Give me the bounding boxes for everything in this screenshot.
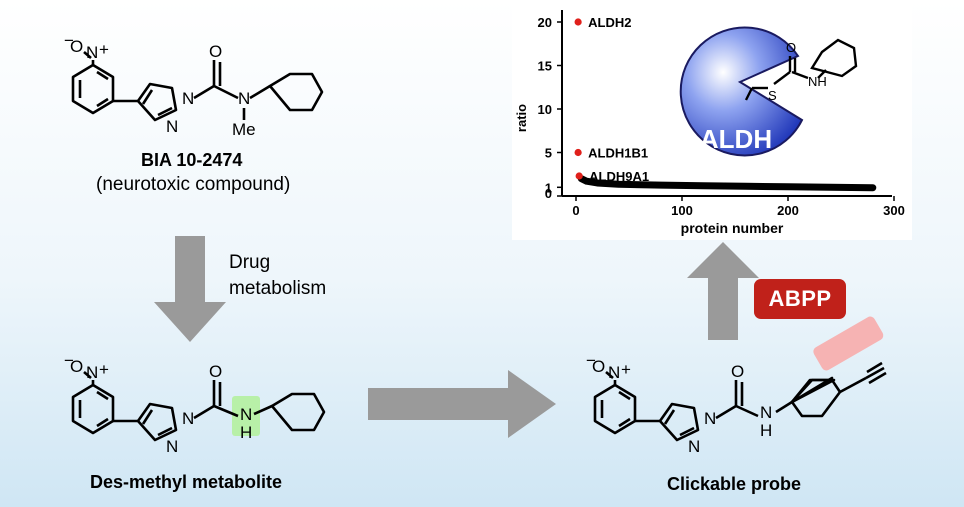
highlighted-point — [574, 18, 582, 26]
svg-text:+: + — [99, 360, 109, 379]
highlighted-point-label: ALDH2 — [588, 15, 631, 30]
abpp-badge: ABPP — [754, 279, 846, 319]
svg-text:+: + — [621, 360, 631, 379]
bia-10-2474-structure: O N N N O N Me − + — [64, 31, 324, 139]
carbonyl-oxygen-label: O — [209, 42, 222, 61]
y-tick-label: 0 — [545, 186, 552, 201]
compound1-note: (neurotoxic compound) — [96, 174, 291, 195]
y-tick-label: 20 — [538, 15, 552, 30]
highlighted-point — [575, 172, 583, 180]
pyridine-nitrogen-label: N — [86, 363, 98, 382]
n-oxide-oxygen-label: O — [70, 37, 83, 56]
compound2-name: Des-methyl metabolite — [90, 472, 283, 492]
highlighted-point-label: ALDH9A1 — [589, 169, 649, 184]
imidazole-n2-label: N — [688, 437, 700, 456]
svg-text:−: − — [586, 351, 596, 370]
up-arrow — [687, 242, 759, 340]
pyridine-nitrogen-label: N — [608, 363, 620, 382]
compound3-name: Clickable probe — [667, 474, 802, 494]
amide-nitrogen-label: N — [240, 405, 252, 424]
imidazole-n1-label: N — [704, 409, 716, 428]
x-tick-label: 200 — [777, 203, 799, 218]
clickable-probe-structure: O N N N O N H − + — [586, 351, 887, 456]
compound1-name: BIA 10-2474 — [141, 150, 243, 170]
adduct-oxygen-label: O — [786, 40, 796, 55]
y-tick-label: 1 — [545, 180, 552, 195]
metabolism-label-line2: metabolism — [229, 278, 327, 299]
imidazole-n1-label: N — [182, 409, 194, 428]
aldh-enzyme-illustration: ALDH S O NH — [679, 26, 858, 157]
imidazole-n1-label: N — [182, 89, 194, 108]
methyl-label: Me — [232, 120, 256, 139]
n-oxide-oxygen-label: O — [70, 357, 83, 376]
adduct-sulfur-label: S — [768, 88, 777, 103]
imidazole-n2-label: N — [166, 117, 178, 136]
chart-xlabel: protein number — [681, 220, 784, 236]
des-methyl-metabolite-structure: O N N N O N H − + — [64, 351, 326, 456]
amide-hydrogen-label: H — [240, 423, 252, 442]
x-tick-label: 100 — [671, 203, 693, 218]
chart-ylabel: ratio — [514, 104, 529, 132]
svg-text:−: − — [64, 351, 74, 370]
x-tick-label: 0 — [572, 203, 579, 218]
x-tick-label: 300 — [883, 203, 905, 218]
protein-ratio-curve — [577, 175, 877, 192]
y-tick-label: 10 — [538, 102, 552, 117]
amide-hydrogen-label: H — [760, 421, 772, 440]
imidazole-n2-label: N — [166, 437, 178, 456]
carbonyl-oxygen-label: O — [209, 362, 222, 381]
adduct-nh-label: NH — [808, 74, 827, 89]
svg-text:−: − — [64, 31, 74, 50]
aldh-pacman-shape — [679, 26, 804, 157]
amide-nitrogen-label: N — [238, 89, 250, 108]
carbonyl-oxygen-label: O — [731, 362, 744, 381]
amide-nitrogen-label: N — [760, 403, 772, 422]
down-arrow — [154, 236, 226, 342]
highlighted-point — [574, 148, 582, 157]
metabolism-label-line1: Drug — [229, 252, 271, 273]
n-oxide-oxygen-label: O — [592, 357, 605, 376]
pyridine-nitrogen-label: N — [86, 43, 98, 62]
right-arrow — [368, 370, 556, 438]
aldh-label: ALDH — [700, 124, 772, 154]
y-tick-label: 15 — [538, 59, 552, 74]
highlighted-point-label: ALDH1B1 — [588, 146, 648, 161]
y-tick-label: 5 — [545, 146, 552, 161]
svg-text:+: + — [99, 40, 109, 59]
